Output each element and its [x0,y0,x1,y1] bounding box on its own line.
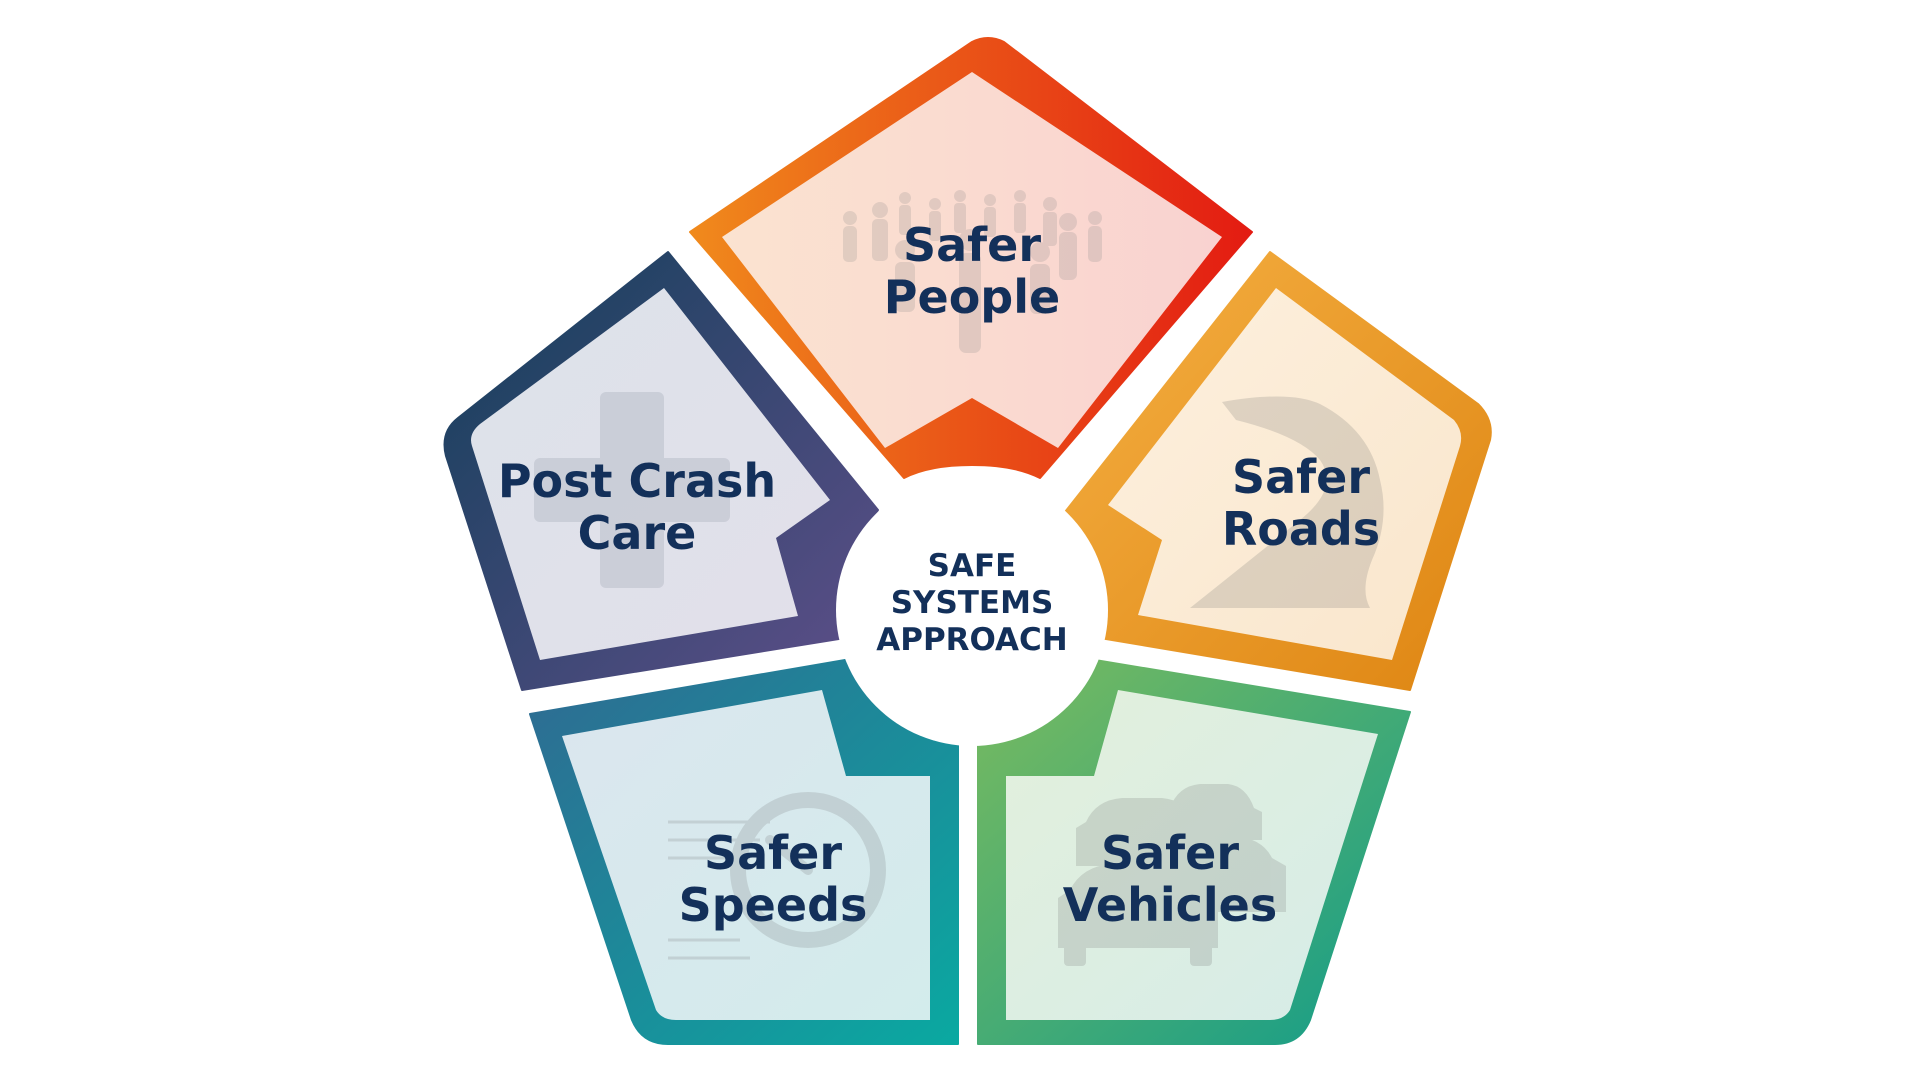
label-safer-people-line2: People [883,269,1061,324]
medical-cross-icon [534,392,730,588]
center-title: SAFE SYSTEMS APPROACH [852,548,1092,660]
center-title-line1: SAFE [927,548,1017,584]
label-safer-speeds: Safer Speeds [668,826,878,932]
label-safer-roads-line2: Roads [1221,501,1381,556]
label-safer-roads-line1: Safer [1231,450,1371,504]
label-safer-vehicles-line2: Vehicles [1062,877,1278,932]
label-safer-people: Safer People [872,218,1072,324]
segment-safer-speeds [529,659,959,1045]
speedometer-icon [668,792,886,960]
label-safer-vehicles-line1: Safer [1100,826,1240,880]
label-post-crash-care-line2: Care [577,505,697,560]
label-safer-speeds-line2: Speeds [678,877,868,932]
label-safer-people-line1: Safer [902,218,1042,272]
label-safer-vehicles: Safer Vehicles [1055,826,1285,932]
road-icon [1190,396,1384,608]
crowd-icon [843,190,1102,353]
label-post-crash-care-line1: Post Crash [497,454,777,508]
label-post-crash-care: Post Crash Care [492,454,782,560]
segment-safer-roads [1064,251,1492,691]
segment-safer-people [689,37,1253,479]
segment-safer-vehicles [977,659,1411,1045]
cars-icon [1058,784,1286,966]
segment-post-crash-care [443,251,879,691]
center-title-line2: SYSTEMS [890,585,1054,622]
label-safer-roads: Safer Roads [1196,450,1406,556]
center-title-line3: APPROACH [876,622,1068,659]
label-safer-speeds-line1: Safer [703,826,843,880]
center-circle [836,474,1108,746]
